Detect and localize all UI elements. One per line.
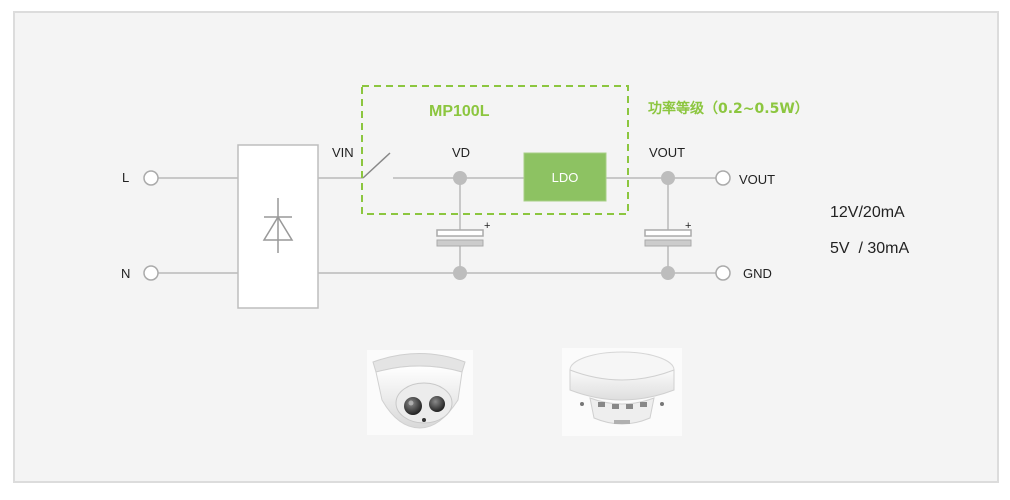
diagram-frame — [13, 11, 999, 483]
mp100l-boundary — [361, 85, 629, 215]
terminal-n — [143, 265, 159, 281]
node-vd — [453, 171, 467, 185]
terminal-gnd — [715, 265, 731, 281]
cap-vd-polarity: + — [484, 220, 490, 232]
terminal-vout — [715, 170, 731, 186]
label-vout-node: VOUT — [649, 145, 685, 160]
capacitor-vd — [436, 229, 484, 247]
ldo-block — [523, 152, 607, 202]
node-gnd-2 — [661, 266, 675, 280]
label-vd: VD — [452, 145, 470, 160]
ldo-label: LDO — [552, 170, 579, 185]
cap-vout-polarity: + — [685, 220, 691, 232]
label-gnd: GND — [743, 266, 772, 281]
diode-icon — [262, 198, 294, 253]
label-l: L — [122, 170, 129, 185]
dome-camera-icon — [367, 350, 473, 435]
vin-switch — [362, 152, 391, 179]
spec-line-2: 5V / 30mA — [830, 240, 909, 257]
label-vin: VIN — [332, 145, 354, 160]
spec-line-1: 12V/20mA — [830, 204, 905, 221]
terminal-l — [143, 170, 159, 186]
node-gnd-1 — [453, 266, 467, 280]
power-class: 功率等级（0.2~0.5W） — [648, 100, 809, 117]
wires — [158, 177, 716, 274]
label-vout-terminal: VOUT — [739, 172, 775, 187]
capacitor-vout — [644, 229, 692, 247]
node-vout — [661, 171, 675, 185]
smoke-detector-icon — [562, 348, 682, 436]
label-n: N — [121, 266, 130, 281]
chip-name: MP100L — [429, 103, 490, 120]
